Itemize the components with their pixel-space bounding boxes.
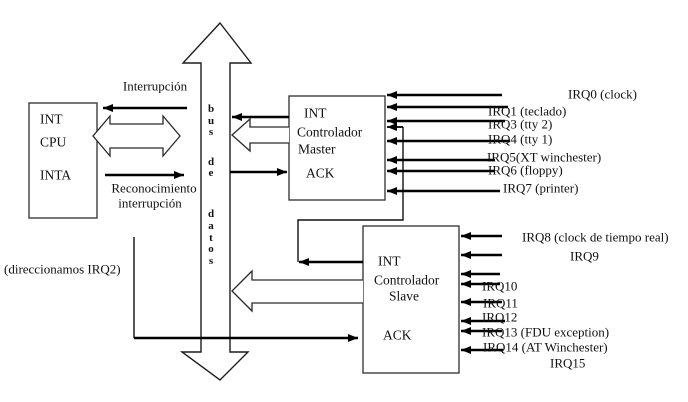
- master-ack-label: ACK: [306, 166, 335, 181]
- reconocimiento-label-line1: Reconocimiento: [111, 181, 196, 196]
- slave-bus-hollow-arrow: [231, 269, 363, 313]
- irq7-label: IRQ7 (printer): [503, 181, 578, 196]
- slave-irq-labels: IRQ8 (clock de tiempo real) IRQ9 IRQ10 I…: [482, 230, 669, 371]
- cpu-box: [28, 102, 98, 219]
- data-bus-arrow: [179, 21, 253, 381]
- irq13-label: IRQ13 (FDU exception): [482, 325, 609, 340]
- irq1-label: IRQ1 (teclado): [488, 104, 566, 119]
- bus-letter: t: [209, 232, 213, 244]
- data-bus-label: b u s d e d a t o s: [208, 103, 214, 267]
- irq6-label: IRQ6 (floppy): [488, 163, 563, 178]
- cpu-label: CPU: [40, 135, 67, 150]
- cpu-inta-label: INTA: [40, 168, 71, 183]
- direccionamos-irq2-label: (direccionamos IRQ2): [4, 262, 121, 277]
- slave-int-label: INT: [378, 254, 401, 269]
- irq4-label: IRQ4 (tty 1): [488, 132, 552, 147]
- irq12-label: IRQ12: [482, 310, 517, 325]
- irq15-label: IRQ15: [550, 356, 585, 371]
- slave-name-label: Slave: [389, 289, 419, 304]
- master-int-label: INT: [304, 106, 327, 121]
- bus-letter: d: [208, 156, 214, 168]
- cpu-bus-double-arrow: [92, 114, 181, 158]
- slave-irq-lines: [461, 232, 505, 354]
- slave-controller-box: [362, 225, 460, 374]
- irq9-label: IRQ9: [570, 249, 599, 264]
- bus-letter: u: [208, 115, 214, 127]
- interrupcion-label: Interrupción: [123, 79, 188, 94]
- bus-letter: s: [209, 126, 214, 138]
- bus-letter: e: [209, 167, 214, 179]
- irq10-label: IRQ10: [482, 279, 517, 294]
- bus-letter: a: [208, 220, 214, 232]
- slave-controlador-label: Controlador: [374, 273, 440, 288]
- cpu-int-label: INT: [40, 112, 63, 127]
- irq3-label: IRQ3 (tty 2): [488, 117, 552, 132]
- slave-ack-label: ACK: [383, 328, 412, 343]
- reconocimiento-label-line2: interrupción: [118, 196, 182, 211]
- irq0-label: IRQ0 (clock): [568, 87, 637, 102]
- master-name-label: Master: [298, 142, 336, 157]
- bus-letter: o: [208, 243, 214, 255]
- bus-letter: d: [208, 208, 214, 220]
- irq5-label: IRQ5(XT winchester): [487, 150, 601, 165]
- master-irq-lines: [387, 91, 510, 195]
- irq8-label: IRQ8 (clock de tiempo real): [522, 230, 669, 245]
- master-bus-hollow-arrow: [231, 117, 289, 153]
- slave-int-to-master-connector: [297, 127, 404, 262]
- master-controlador-label: Controlador: [297, 125, 363, 140]
- irq14-label: IRQ14 (AT Winchester): [483, 340, 608, 355]
- master-controller-box: [288, 95, 386, 201]
- irq11-label: IRQ11: [483, 296, 518, 311]
- master-irq-labels: IRQ0 (clock) IRQ1 (teclado) IRQ3 (tty 2)…: [487, 87, 637, 196]
- bus-letter: s: [209, 255, 214, 267]
- bus-letter: b: [208, 103, 214, 115]
